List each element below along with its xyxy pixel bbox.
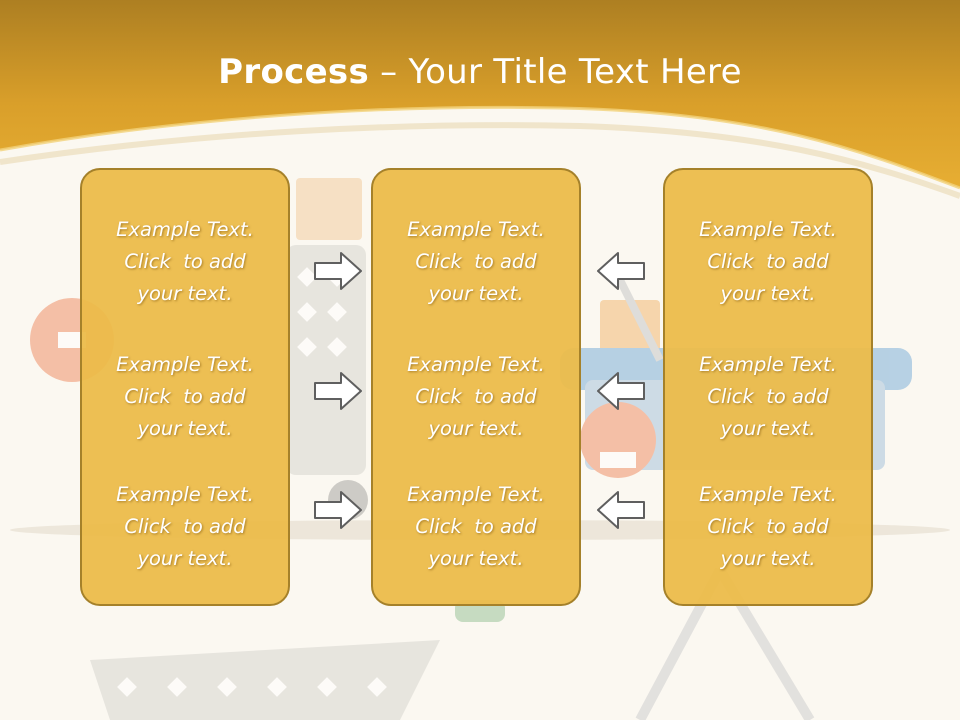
text-placeholder[interactable]: Example Text. Click to add your text. — [373, 479, 579, 575]
text-line: your text. — [720, 547, 816, 570]
text-placeholder[interactable]: Example Text. Click to add your text. — [82, 214, 288, 310]
arrow-right-icon — [314, 252, 362, 290]
text-line: Example Text. — [699, 218, 837, 241]
text-line: Click to add — [707, 250, 829, 273]
arrow-right-icon — [314, 491, 362, 529]
text-line: Click to add — [415, 250, 537, 273]
text-line: your text. — [720, 282, 816, 305]
process-card-1[interactable]: Example Text. Click to add your text. Ex… — [80, 168, 290, 606]
text-line: Example Text. — [116, 483, 254, 506]
arrow-right-icon — [314, 372, 362, 410]
text-line: Click to add — [707, 515, 829, 538]
text-line: Click to add — [707, 385, 829, 408]
text-line: Example Text. — [699, 483, 837, 506]
text-placeholder[interactable]: Example Text. Click to add your text. — [665, 479, 871, 575]
text-line: your text. — [137, 417, 233, 440]
header-band — [0, 0, 960, 199]
text-line: your text. — [137, 282, 233, 305]
text-placeholder[interactable]: Example Text. Click to add your text. — [665, 214, 871, 310]
text-line: Click to add — [124, 385, 246, 408]
process-card-2[interactable]: Example Text. Click to add your text. Ex… — [371, 168, 581, 606]
text-line: your text. — [137, 547, 233, 570]
text-line: Click to add — [415, 385, 537, 408]
text-line: Click to add — [124, 515, 246, 538]
arrow-left-icon — [597, 252, 645, 290]
process-card-3[interactable]: Example Text. Click to add your text. Ex… — [663, 168, 873, 606]
text-line: your text. — [428, 417, 524, 440]
text-line: your text. — [720, 417, 816, 440]
text-line: Example Text. — [699, 353, 837, 376]
title-bold: Process — [218, 52, 370, 92]
text-line: Example Text. — [116, 353, 254, 376]
text-line: Example Text. — [407, 483, 545, 506]
text-placeholder[interactable]: Example Text. Click to add your text. — [82, 349, 288, 445]
text-placeholder[interactable]: Example Text. Click to add your text. — [373, 349, 579, 445]
text-placeholder[interactable]: Example Text. Click to add your text. — [665, 349, 871, 445]
arrow-left-icon — [597, 491, 645, 529]
text-line: your text. — [428, 282, 524, 305]
text-placeholder[interactable]: Example Text. Click to add your text. — [373, 214, 579, 310]
text-placeholder[interactable]: Example Text. Click to add your text. — [82, 479, 288, 575]
slide-title[interactable]: Process – Your Title Text Here — [0, 52, 960, 92]
title-text: – Your Title Text Here — [369, 52, 742, 92]
text-line: Click to add — [415, 515, 537, 538]
arrow-left-icon — [597, 372, 645, 410]
text-line: Click to add — [124, 250, 246, 273]
text-line: your text. — [428, 547, 524, 570]
text-line: Example Text. — [407, 353, 545, 376]
text-line: Example Text. — [116, 218, 254, 241]
text-line: Example Text. — [407, 218, 545, 241]
